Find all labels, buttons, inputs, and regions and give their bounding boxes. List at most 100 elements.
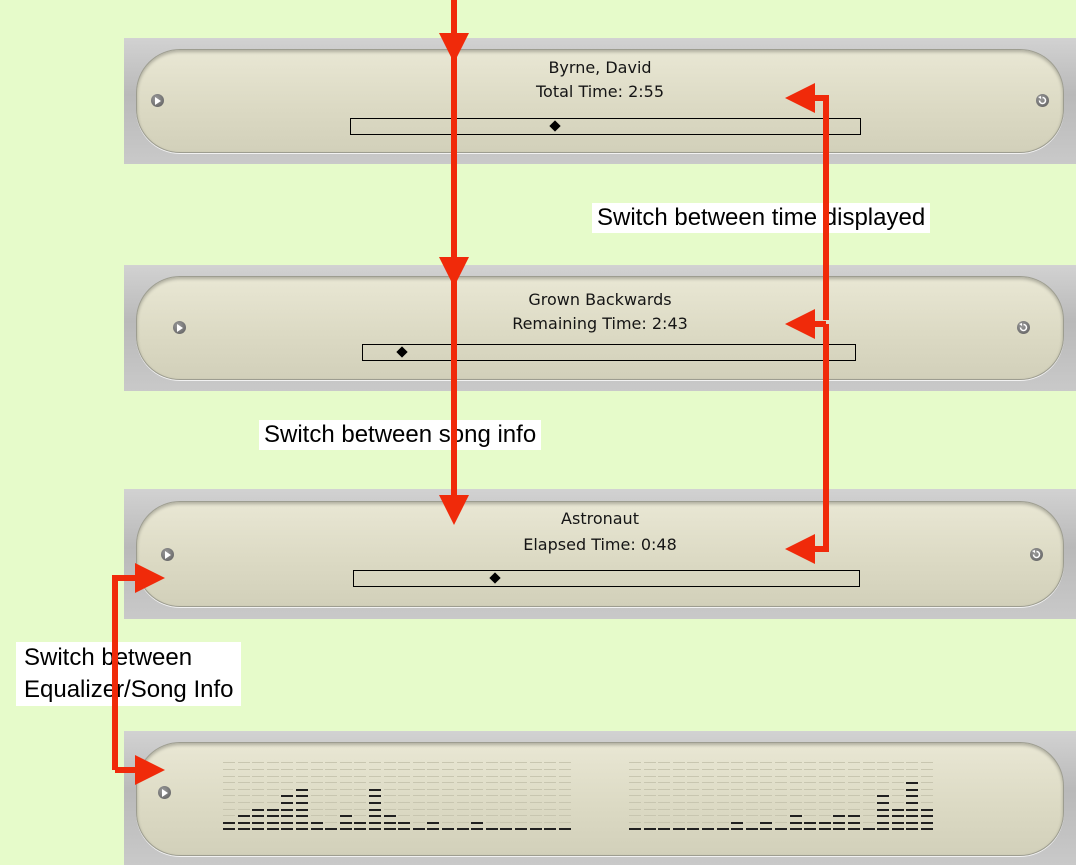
eq-segment [500, 775, 513, 777]
eq-segment [862, 821, 875, 823]
time-label[interactable]: Total Time: 2:55 [535, 82, 664, 101]
eq-segment [515, 782, 527, 784]
eq-segment [716, 788, 729, 790]
eq-band [471, 757, 484, 835]
eq-segment [877, 802, 890, 804]
eq-segment [398, 802, 411, 803]
lcd-display-3[interactable]: Astronaut Elapsed Time: 0:48 [136, 501, 1064, 607]
eq-segment [500, 808, 513, 810]
eq-segment [716, 762, 729, 764]
reset-button[interactable] [1017, 321, 1030, 334]
eq-segment [906, 795, 919, 798]
lcd-display-2[interactable]: Grown Backwards Remaining Time: 2:43 [136, 276, 1064, 380]
eq-segment [672, 762, 685, 764]
eq-segment [398, 762, 411, 764]
eq-segment [442, 775, 454, 777]
play-triangle-icon [177, 323, 183, 332]
eq-band [529, 757, 542, 835]
eq-segment [558, 815, 571, 817]
eq-segment [804, 788, 817, 790]
eq-segment [544, 815, 557, 817]
progress-bar[interactable] [353, 570, 860, 587]
display-toggle-button[interactable] [173, 321, 186, 334]
eq-segment [687, 821, 700, 823]
track-title: Grown Backwards [528, 290, 672, 309]
eq-segment [369, 775, 381, 777]
progress-bar[interactable] [350, 118, 861, 135]
eq-band [643, 757, 656, 835]
lcd-display-1[interactable]: Byrne, David Total Time: 2:55 [136, 49, 1064, 153]
eq-segment [485, 775, 498, 777]
reset-button[interactable] [1036, 94, 1049, 107]
eq-segment [862, 775, 875, 777]
eq-segment [383, 808, 396, 810]
eq-segment [544, 769, 557, 770]
eq-segment [310, 788, 323, 790]
eq-segment [716, 795, 729, 797]
eq-segment [833, 762, 846, 764]
equalizer-display[interactable] [136, 742, 1064, 856]
eq-segment [789, 828, 802, 831]
eq-segment [862, 802, 875, 803]
eq-band [760, 757, 773, 835]
eq-segment [252, 821, 265, 824]
eq-segment [237, 769, 250, 770]
eq-segment [833, 802, 846, 803]
eq-segment [629, 821, 641, 823]
eq-segment [412, 769, 425, 770]
eq-segment [442, 815, 454, 817]
eq-segment [877, 769, 890, 770]
eq-segment [471, 762, 484, 764]
eq-segment [237, 788, 250, 790]
eq-segment [252, 762, 265, 764]
time-label[interactable]: Elapsed Time: 0:48 [523, 535, 677, 554]
display-toggle-button[interactable] [161, 548, 174, 561]
eq-segment [891, 775, 904, 777]
eq-segment [369, 782, 381, 784]
eq-band [906, 757, 919, 835]
eq-segment [848, 802, 860, 803]
playhead[interactable] [396, 346, 409, 358]
eq-segment [266, 775, 279, 777]
eq-segment [804, 775, 817, 777]
eq-segment [310, 828, 323, 831]
eq-segment [339, 815, 352, 818]
eq-segment [485, 782, 498, 784]
progress-bar[interactable] [362, 344, 856, 361]
eq-segment [383, 769, 396, 770]
playhead[interactable] [548, 120, 561, 132]
eq-segment [252, 788, 265, 790]
eq-segment [310, 815, 323, 817]
eq-segment [891, 788, 904, 790]
eq-segment [456, 762, 469, 764]
eq-segment [281, 762, 294, 764]
eq-segment [687, 828, 700, 831]
eq-segment [529, 775, 542, 777]
eq-segment [310, 775, 323, 777]
eq-segment [629, 828, 641, 831]
time-label[interactable]: Remaining Time: 2:43 [512, 314, 688, 333]
display-toggle-button[interactable] [151, 94, 164, 107]
eq-segment [456, 788, 469, 790]
eq-band [442, 757, 454, 835]
eq-segment [456, 775, 469, 777]
playhead[interactable] [489, 572, 502, 584]
eq-segment [456, 769, 469, 770]
eq-segment [731, 795, 744, 797]
eq-segment [383, 775, 396, 777]
display-toggle-button[interactable] [158, 786, 171, 799]
eq-segment [281, 769, 294, 770]
eq-segment [833, 788, 846, 790]
eq-segment [833, 782, 846, 784]
eq-segment [672, 821, 685, 823]
eq-segment [906, 815, 919, 818]
reset-button[interactable] [1030, 548, 1043, 561]
eq-segment [500, 782, 513, 784]
status-panel-1: Byrne, David Total Time: 2:55 [124, 38, 1076, 164]
eq-segment [544, 821, 557, 823]
eq-segment [891, 828, 904, 831]
eq-segment [658, 802, 671, 803]
eq-segment [558, 821, 571, 823]
eq-segment [760, 815, 773, 817]
eq-segment [877, 762, 890, 764]
